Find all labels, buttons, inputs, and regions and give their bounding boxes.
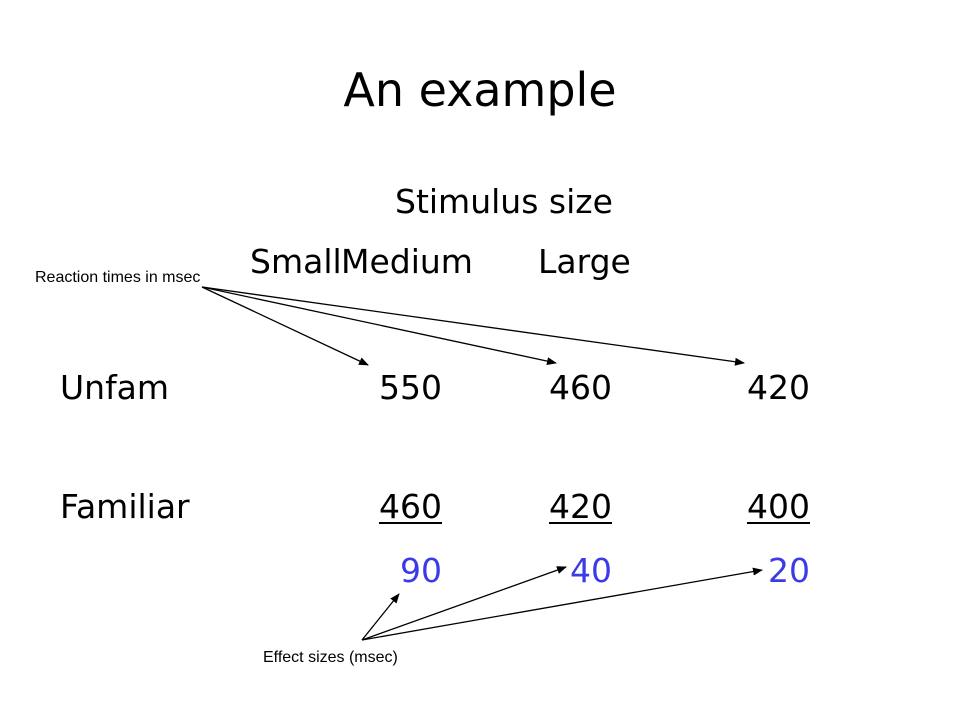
row-label-unfam: Unfam <box>60 368 170 407</box>
effect-large: 20 <box>768 551 810 590</box>
cell-familiar-large-value: 400 <box>747 487 810 526</box>
cell-familiar-medium-value: 420 <box>549 487 612 526</box>
effect-medium: 40 <box>570 551 612 590</box>
effect-small: 90 <box>400 551 442 590</box>
cell-unfam-small: 550 <box>379 368 442 407</box>
arrow-rt-small <box>201 286 369 366</box>
cell-unfam-large: 420 <box>747 368 810 407</box>
slide-title: An example <box>343 63 617 117</box>
cell-familiar-small: 460 <box>332 487 442 527</box>
reaction-times-annotation: Reaction times in msec <box>35 269 201 286</box>
column-group-label: Stimulus size <box>395 182 613 221</box>
cell-familiar-small-value: 460 <box>379 487 442 526</box>
arrow-effect-small <box>361 593 400 641</box>
cell-familiar-medium: 420 <box>502 487 612 527</box>
column-header-medium: Medium <box>341 242 473 281</box>
arrow-effect-large <box>361 567 763 641</box>
arrow-rt-medium <box>201 286 557 366</box>
cell-unfam-medium: 460 <box>549 368 612 407</box>
row-label-familiar: Familiar <box>60 487 190 526</box>
effect-sizes-annotation: Effect sizes (msec) <box>263 649 398 666</box>
column-header-large: Large <box>538 242 631 281</box>
arrow-effect-medium <box>361 566 567 641</box>
arrow-rt-large <box>201 286 745 366</box>
cell-familiar-large: 400 <box>700 487 810 527</box>
column-header-small: Small <box>250 242 342 281</box>
